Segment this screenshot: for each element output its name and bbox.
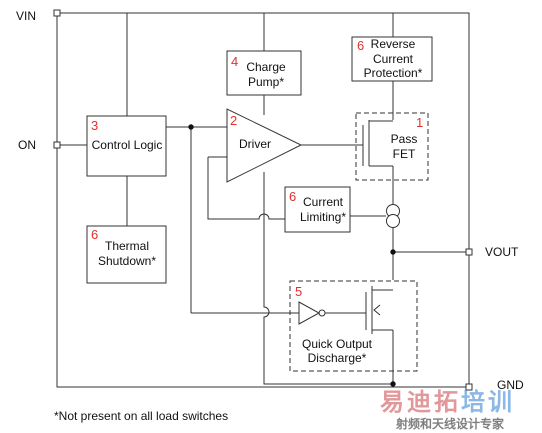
pass-fet-number: 1 — [416, 115, 423, 130]
driver-triangle — [226, 108, 303, 183]
pin-vout-label: VOUT — [485, 245, 519, 259]
footnote: *Not present on all load switches — [54, 409, 228, 423]
reverse-current-line1: Reverse — [371, 37, 416, 51]
pin-vout-marker — [465, 248, 473, 256]
charge-pump-number: 4 — [231, 54, 238, 69]
current-limiting-line1: Current — [303, 195, 344, 209]
current-limiting-line2: Limiting* — [300, 210, 346, 224]
reverse-current-line2: Current — [373, 52, 414, 66]
watermark-char-3: 拓 — [434, 389, 458, 416]
reverse-current-line3: Protection* — [364, 66, 423, 80]
current-sense-ring-bottom — [386, 214, 400, 228]
driver-number: 2 — [230, 113, 237, 128]
watermark-char-1: 易 — [380, 389, 404, 416]
charge-pump-box — [226, 50, 302, 96]
charge-pump-line1: Charge — [246, 60, 286, 74]
pin-vin-marker — [53, 9, 61, 17]
pass-fet-symbol — [362, 120, 393, 167]
quick-discharge-number: 5 — [295, 284, 302, 299]
inverter-triangle — [298, 301, 321, 325]
control-logic-box — [86, 115, 167, 177]
control-logic-number: 3 — [91, 118, 98, 133]
pins — [53, 9, 473, 391]
junctions — [188, 124, 396, 387]
pass-fet-line2: FET — [393, 147, 416, 161]
watermark-char-5: 训 — [488, 389, 512, 416]
junction-vout — [390, 249, 396, 255]
outer-boundary — [56, 12, 470, 388]
thermal-shutdown-line2: Shutdown* — [98, 254, 156, 268]
thermal-shutdown-box — [86, 225, 167, 284]
discharge-fet-symbol — [298, 286, 393, 334]
pass-fet-block — [355, 112, 429, 181]
pin-vin-label: VIN — [16, 9, 36, 23]
current-limiting-number: 6 — [289, 189, 296, 204]
reverse-current-number: 6 — [357, 38, 364, 53]
quick-discharge-line2: Discharge* — [308, 351, 367, 365]
junction-gnd — [390, 381, 396, 387]
pass-fet-line1: Pass — [391, 132, 418, 146]
solid-blocks — [86, 36, 433, 284]
wire-feedback-loop — [207, 157, 285, 220]
current-sense-symbol — [386, 204, 400, 228]
thermal-shutdown-number: 6 — [91, 227, 98, 242]
quick-discharge-line1: Quick Output — [302, 337, 373, 351]
control-logic-label: Control Logic — [92, 138, 163, 152]
discharge-body-arrow — [373, 304, 381, 316]
pin-gnd-label: GND — [497, 378, 524, 392]
driver-label: Driver — [239, 137, 271, 151]
block-labels: 6 Reverse Current Protection* 4 Charge P… — [91, 37, 423, 365]
quick-discharge-block — [289, 280, 418, 372]
pin-on-label: ON — [18, 138, 36, 152]
watermark-char-4: 培 — [461, 388, 485, 416]
wire-driver-gnd — [263, 172, 393, 385]
pin-gnd-marker — [465, 383, 473, 391]
pin-on-marker — [53, 141, 61, 149]
watermark-char-2: 迪 — [407, 389, 431, 416]
current-limiting-box — [284, 186, 351, 233]
junction-control-driver — [188, 124, 194, 130]
reverse-current-box — [351, 36, 433, 82]
watermark: 易 迪 拓 培 训 射频和天线设计专家 — [380, 388, 512, 431]
pin-labels: VIN ON VOUT GND — [16, 9, 524, 392]
wires — [56, 12, 470, 388]
thermal-shutdown-line1: Thermal — [105, 239, 149, 253]
watermark-subtitle: 射频和天线设计专家 — [395, 416, 505, 431]
dashed-blocks — [289, 112, 429, 372]
charge-pump-line2: Pump* — [248, 75, 284, 89]
